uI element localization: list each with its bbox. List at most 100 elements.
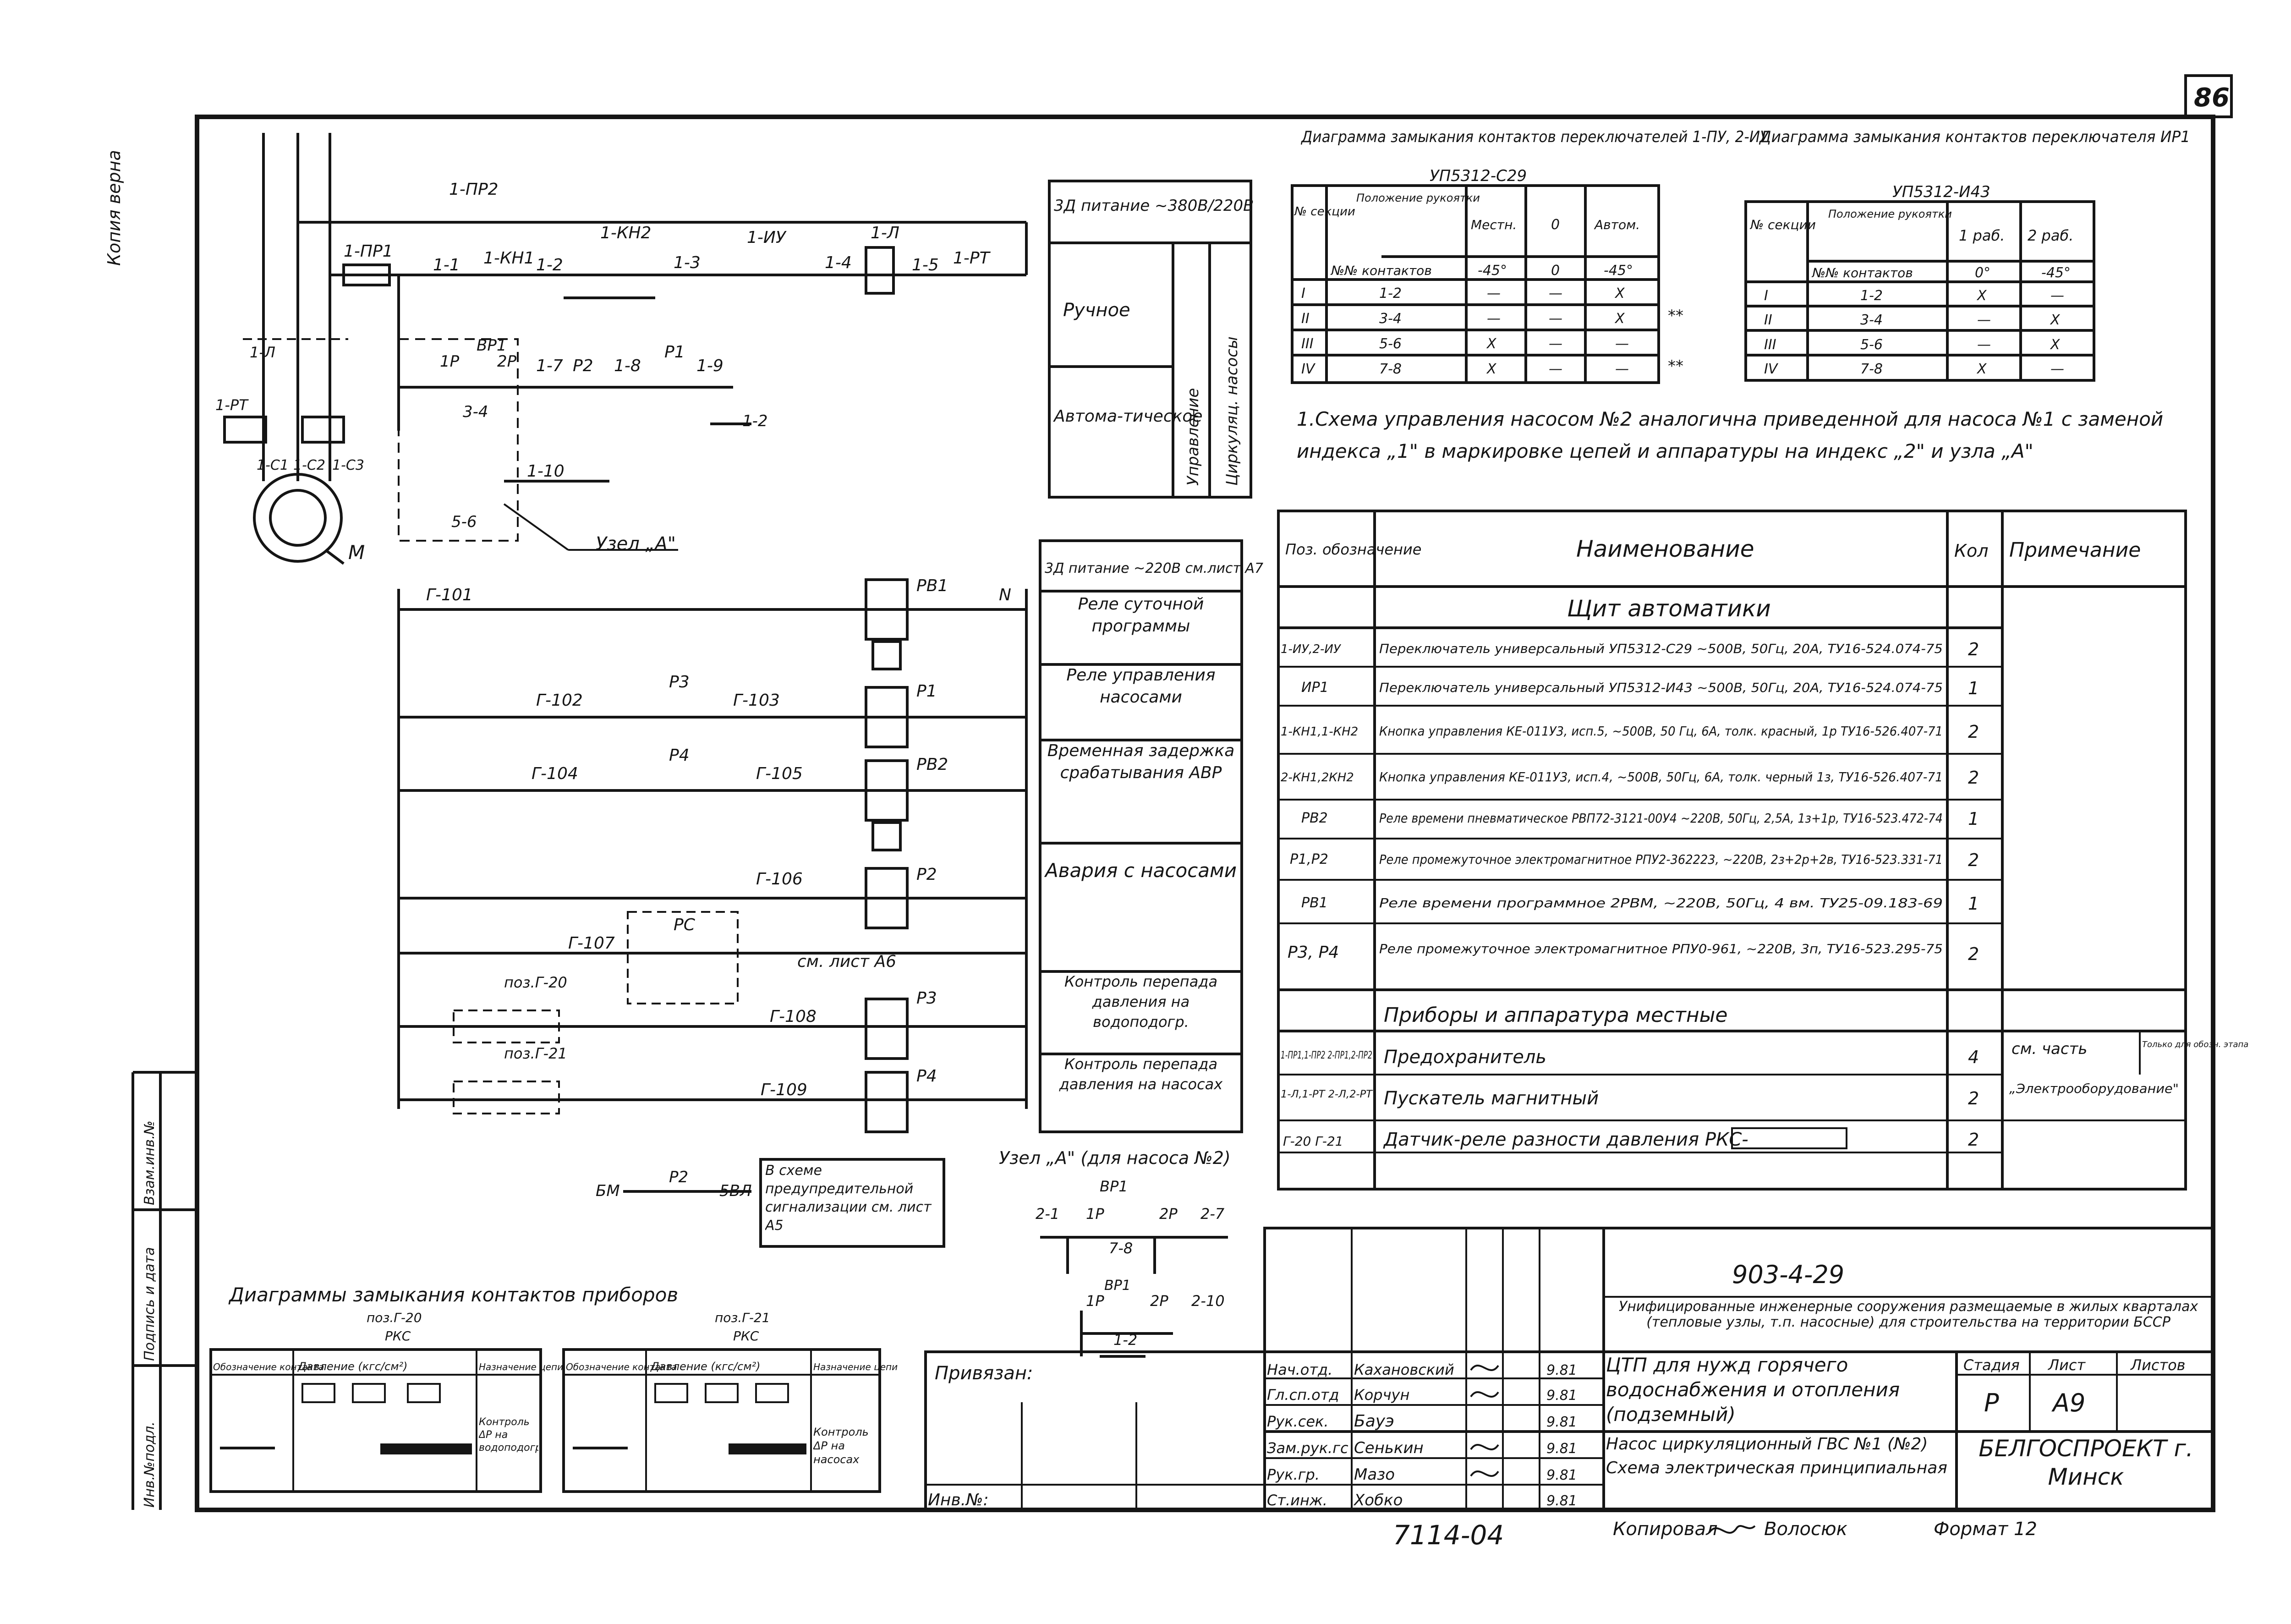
spec-r10-note: „Электрооборудование" [2009, 1081, 2179, 1096]
node-a-detail [1040, 1236, 1228, 1358]
d1-sec-2: II [1301, 311, 1310, 327]
spec-hdr-note: Примечание [2009, 538, 2141, 562]
node-a-lbl-vr1: ВР1 [1100, 1178, 1128, 1195]
spec-r9-pos: 1-ПР1,1-ПР2 2-ПР1,2-ПР2 [1281, 1050, 1372, 1061]
tb-sheet-label: Лист [2048, 1356, 2086, 1374]
spec-r1-name: Переключатель универсальный УП5312-С29 ~… [1379, 641, 1943, 656]
spec-r10-qty: 2 [1968, 1088, 1979, 1108]
d2-angle-2: -45° [2041, 265, 2071, 281]
coil-p3 [865, 998, 909, 1060]
lbl-c1: 1-С1 [257, 457, 289, 473]
tb-date-2: 9.81 [1546, 1388, 1577, 1404]
func-pump-control: Реле управления насосами [1066, 666, 1216, 707]
node-a-dashed [398, 338, 519, 542]
d2-sec-2: II [1764, 312, 1772, 328]
lbl-node-a: Узел „А" [596, 533, 676, 554]
tb-frame [1263, 1227, 2214, 1511]
d2-angle-1: 0° [1975, 265, 1990, 281]
spec-r4-name: Кнопка управления КЕ-011У3, исп.4, ~500В… [1379, 769, 1943, 785]
tb-sheet: А9 [2051, 1388, 2085, 1417]
spec-r5-qty: 1 [1968, 809, 1979, 829]
coil-rv1 [865, 578, 909, 641]
d1-angle-3: -45° [1604, 263, 1633, 279]
spec-r3-name: Кнопка управления КЕ-011У3, исп.5, ~500В… [1379, 724, 1943, 739]
tb-role-2: Гл.сп.отд [1267, 1386, 1339, 1404]
lbl-rs: РС [674, 916, 696, 934]
node-a-lbl-1-2: 1-2 [1113, 1331, 1137, 1349]
tb-name-3: Бауэ [1354, 1412, 1394, 1431]
spec-r11-name: Датчик-реле разности давления РКС- [1383, 1129, 1748, 1150]
d2-cont-3: 5-6 [1860, 337, 1883, 353]
diagram1-model: УП5312-С29 [1430, 167, 1527, 185]
d1-c-3-1: X [1486, 336, 1497, 352]
lbl-p2-coil: Р2 [916, 865, 937, 884]
lbl-pos-g20: поз.Г-20 [504, 974, 567, 991]
d1-angle-2: 0 [1551, 263, 1560, 279]
cd-right-h1: Обозначение контакта [566, 1361, 677, 1372]
spec-side-note: Только для обозн. этапа [2142, 1040, 2248, 1049]
thermal-relay-2 [301, 416, 345, 444]
d2-cont-1: 1-2 [1860, 288, 1883, 304]
func-pump-dp: Контроль перепада давления на насосах [1059, 1055, 1223, 1093]
spec-r6-name: Реле промежуточное электромагнитное РПУ2… [1379, 852, 1943, 867]
tb-date-3: 9.81 [1546, 1414, 1577, 1430]
note-box-text: В схеме предупредительной сигнализации с… [765, 1163, 932, 1234]
lbl-g106: Г-106 [756, 870, 803, 889]
d1-hdr-pos: Положение рукоятки [1356, 192, 1480, 204]
diagram2-rows: I 1-2 X — II 3-4 — X III 5-6 — X IV 7-8 … [1764, 288, 2064, 377]
lbl-rv2: РВ2 [916, 755, 948, 774]
lbl-g107: Г-107 [568, 934, 615, 953]
spec-r4-qty: 2 [1968, 768, 1979, 788]
func-daily-program: Реле суточной программы [1078, 595, 1204, 636]
node-a-lbl-2-10: 2-10 [1191, 1292, 1225, 1310]
d2-hdr-pos: Положение рукоятки [1828, 208, 1952, 220]
node-a-lbl-2-7: 2-7 [1200, 1205, 1225, 1223]
spec-r9-qty: 4 [1968, 1047, 1979, 1067]
coil-p1 [865, 686, 909, 748]
diagram2-title: Диаграмма замыкания контактов переключат… [1759, 128, 2190, 146]
lbl-1-9: 1-9 [696, 357, 723, 375]
d1-sec-4: IV [1301, 361, 1316, 377]
lbl-1-3: 1-3 [674, 253, 701, 272]
lbl-1-1: 1-1 [433, 256, 460, 274]
tb-name-2: Корчун [1354, 1386, 1409, 1404]
spec-r11-blank-field [1731, 1127, 1847, 1149]
d1-c-1-2: — [1549, 285, 1562, 302]
power-supply-2: 3Д питание ~220В см.лист А7 [1045, 560, 1263, 576]
cd-right-bar-2 [705, 1383, 739, 1403]
spec-r5-name: Реле времени пневматическое РВП72-3121-0… [1379, 811, 1943, 826]
lbl-see-a6: см. лист А6 [797, 952, 896, 971]
lbl-1-2-lower: 1-2 [742, 412, 768, 430]
d1-c-2-3: X [1614, 311, 1625, 327]
lbl-g104: Г-104 [532, 764, 578, 783]
tb-sheets-label: Листов [2130, 1356, 2186, 1374]
control-circuit-upper [298, 221, 1028, 551]
d1-c-3-2: — [1549, 336, 1562, 352]
motor-symbol-inner [269, 489, 327, 547]
node-a-lbl-2-1: 2-1 [1036, 1205, 1059, 1223]
cd-left-bar-3 [407, 1383, 441, 1403]
lbl-g105: Г-105 [756, 764, 803, 783]
note-box-text-wrap: В схеме предупредительной сигнализации с… [765, 1163, 932, 1234]
tb-code: 903-4-29 [1732, 1260, 1844, 1289]
d1-c-2-1: — [1487, 311, 1501, 327]
motor-lead [324, 549, 345, 565]
power-supply-1: 3Д питание ~380В/220В [1054, 197, 1254, 215]
lbl-1r: 1Р [440, 352, 460, 371]
d1-mark-1: ** [1668, 307, 1683, 325]
spec-r9-name: Предохранитель [1384, 1047, 1546, 1068]
tb-role-6: Ст.инж. [1267, 1492, 1327, 1509]
spec-r8-qty: 2 [1968, 944, 1979, 964]
signature-4 [1470, 1470, 1499, 1477]
node-a-lbl-2r: 2Р [1159, 1205, 1178, 1223]
node-a-title: Узел „А" (для насоса №2) [999, 1148, 1231, 1168]
coil-rv1-x [871, 640, 902, 670]
func-heater-dp: Контроль перепада давления на водоподогр… [1064, 973, 1218, 1031]
d2-c-4-2: — [2050, 361, 2064, 377]
spec-r9-note: см. часть [2011, 1040, 2087, 1058]
contact-diagram-right [562, 1348, 881, 1493]
cd-left-pos: поз.Г-20 [367, 1310, 422, 1325]
tb-roles: Нач.отд. Кахановский 9.81 Гл.сп.отд Корч… [1267, 1361, 1577, 1509]
spec-r3-qty: 2 [1968, 722, 1979, 742]
node-a-lbl-7-8: 7-8 [1109, 1240, 1133, 1257]
